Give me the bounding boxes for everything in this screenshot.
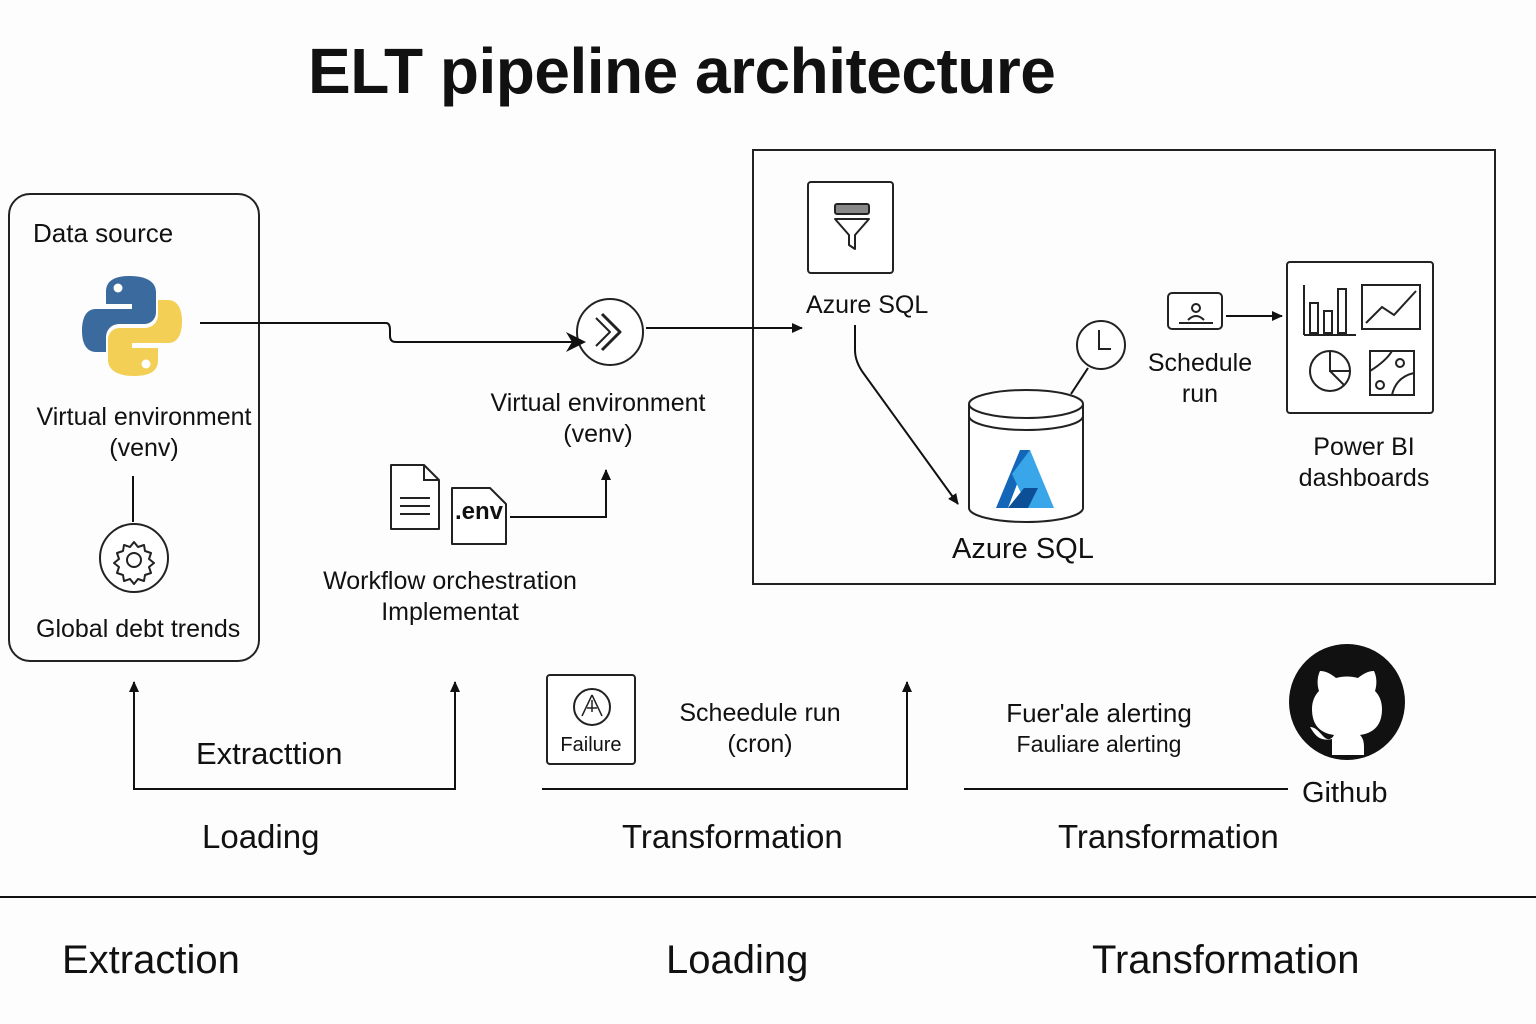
- azure-sql-small-label: Azure SQL: [806, 291, 929, 319]
- cron-schedule-label: Scheedule run (cron): [679, 699, 841, 758]
- dashboard-icon: [1303, 284, 1421, 396]
- transformation-label-right: Transformation: [1058, 818, 1279, 855]
- powerbi-label: Power BI dashboards: [1298, 433, 1430, 492]
- workflow-label: Workflow orchestration Implementat: [323, 567, 577, 626]
- footer-stage-transformation: Transformation: [1092, 938, 1360, 982]
- powerbi-box: [1286, 261, 1434, 414]
- user-card-icon: [1179, 303, 1213, 324]
- clock-icon: [1076, 320, 1126, 370]
- page-title: ELT pipeline architecture: [308, 35, 1056, 107]
- gear-icon: [99, 523, 169, 593]
- azure-cloud-panel: [752, 149, 1496, 585]
- global-debt-trends-label: Global debt trends: [36, 615, 241, 643]
- env-file-label: .env: [455, 498, 504, 525]
- python-icon: [82, 276, 182, 376]
- footer-stage-extraction: Extraction: [62, 938, 240, 982]
- env-to-venv-arrow: [510, 469, 611, 518]
- transformation-label-mid: Transformation: [622, 818, 843, 855]
- failure-badge: Failure: [546, 674, 636, 765]
- azure-database-icon: [968, 389, 1084, 523]
- extraction-label-small: Extracttion: [196, 736, 343, 771]
- filter-box: [807, 181, 894, 274]
- chevron-right-icon: [576, 298, 644, 366]
- loading-label: Loading: [202, 818, 320, 855]
- env-file-icon: .env: [450, 486, 508, 546]
- source-venv-label: Virtual environment (venv): [36, 403, 252, 462]
- data-source-panel: [8, 193, 260, 662]
- data-source-heading: Data source: [33, 218, 174, 248]
- schedule-run-label: Schedule run: [1147, 349, 1253, 408]
- footer-divider: [0, 896, 1536, 898]
- azure-sql-db-label: Azure SQL: [952, 533, 1094, 565]
- github-label: Github: [1302, 777, 1388, 809]
- github-icon: [1289, 644, 1405, 760]
- middle-venv-label: Virtual environment (venv): [490, 389, 706, 448]
- warning-icon: [573, 688, 611, 726]
- failure-label: Failure: [560, 734, 622, 756]
- footer-stage-loading: Loading: [666, 938, 809, 982]
- schedule-icon-box: [1167, 292, 1223, 330]
- filter-icon: [834, 203, 870, 250]
- alerting-label: Fuer'ale alerting Fauliare alerting: [1006, 698, 1192, 757]
- document-icon: [390, 464, 440, 530]
